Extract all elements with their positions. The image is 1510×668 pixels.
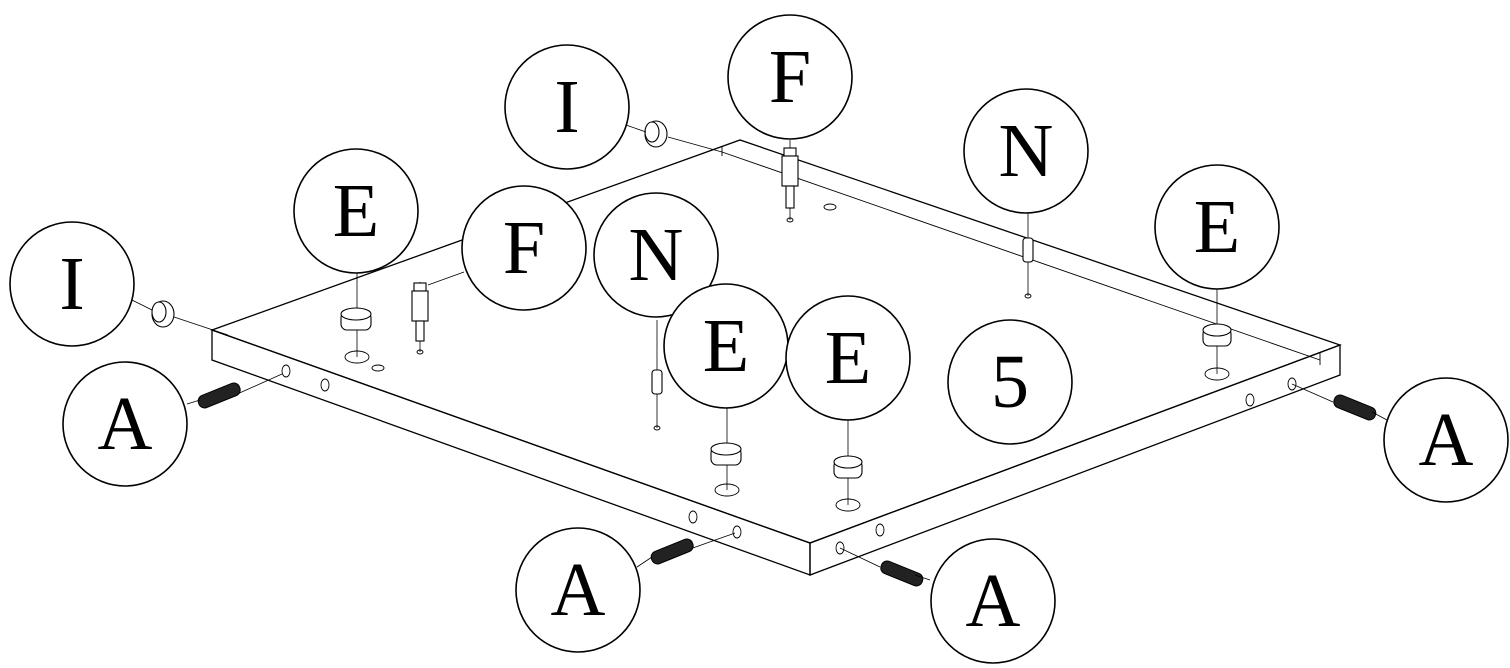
callout-label: F [503,206,545,290]
callout-f-left: F [461,185,587,311]
callout-n-right: N [963,88,1089,214]
hole [732,525,742,539]
hole [688,510,698,524]
callout-label: E [703,304,749,388]
leader-line [186,399,201,405]
callout-label: I [554,65,579,149]
callout-label: A [1419,398,1474,482]
pin-n-center [651,320,663,428]
hole [875,523,885,537]
callout-i-left: I [9,221,135,347]
cap-i-top [644,120,723,153]
leader-line [625,124,647,133]
hole [823,203,837,211]
callout-n-center: N [593,192,719,318]
callout-label: N [629,213,684,297]
callout-label: F [769,35,811,119]
hole [835,541,845,555]
dowel-a-bottom-right [839,547,924,587]
leader-line [1371,411,1388,421]
dowel-a-left [197,373,283,409]
cap-i-left [151,300,229,336]
callout-label: I [59,242,84,326]
callout-a-bottom-left: A [515,527,641,653]
callout-label: N [999,109,1054,193]
callout-e-center: E [663,283,789,409]
callout-i-top: I [504,44,630,170]
cam-lock-e-center-right [833,420,863,505]
callout-e-right: E [1154,164,1280,290]
callout-f-top: F [727,14,853,140]
callout-a-right: A [1383,377,1509,503]
callout-label: E [333,169,379,253]
hole [320,378,330,392]
cam-lock-e-right [1202,288,1232,374]
callout-a-left: A [62,361,188,487]
callout-a-bottom-right: A [930,538,1056,664]
callout-label: A [966,559,1021,643]
leader-line [427,271,465,286]
callout-label: E [1194,185,1240,269]
pin-n-right [1022,213,1034,296]
cam-lock-e-left [340,272,372,357]
cam-lock-e-center [710,408,742,490]
callout-e-left: E [293,148,419,274]
hole [281,364,291,378]
dowel-a-right [1291,383,1377,421]
leader-line [914,574,931,581]
cam-bolt-f-top [781,140,799,220]
panel-number-badge: 5 [947,319,1073,445]
leader-line [636,556,653,568]
callout-label: A [551,548,606,632]
cam-bolt-f-left [411,282,429,352]
hole [371,364,385,372]
hole [1287,377,1297,391]
callout-e-center-right: E [785,295,911,421]
hole [1245,393,1255,407]
leader-line [131,299,153,311]
panel-number-label: 5 [991,340,1029,424]
panel-side-face [809,344,1341,576]
callout-label: A [98,382,153,466]
callout-label: E [825,316,871,400]
dowel-a-bottom-left [650,532,736,565]
